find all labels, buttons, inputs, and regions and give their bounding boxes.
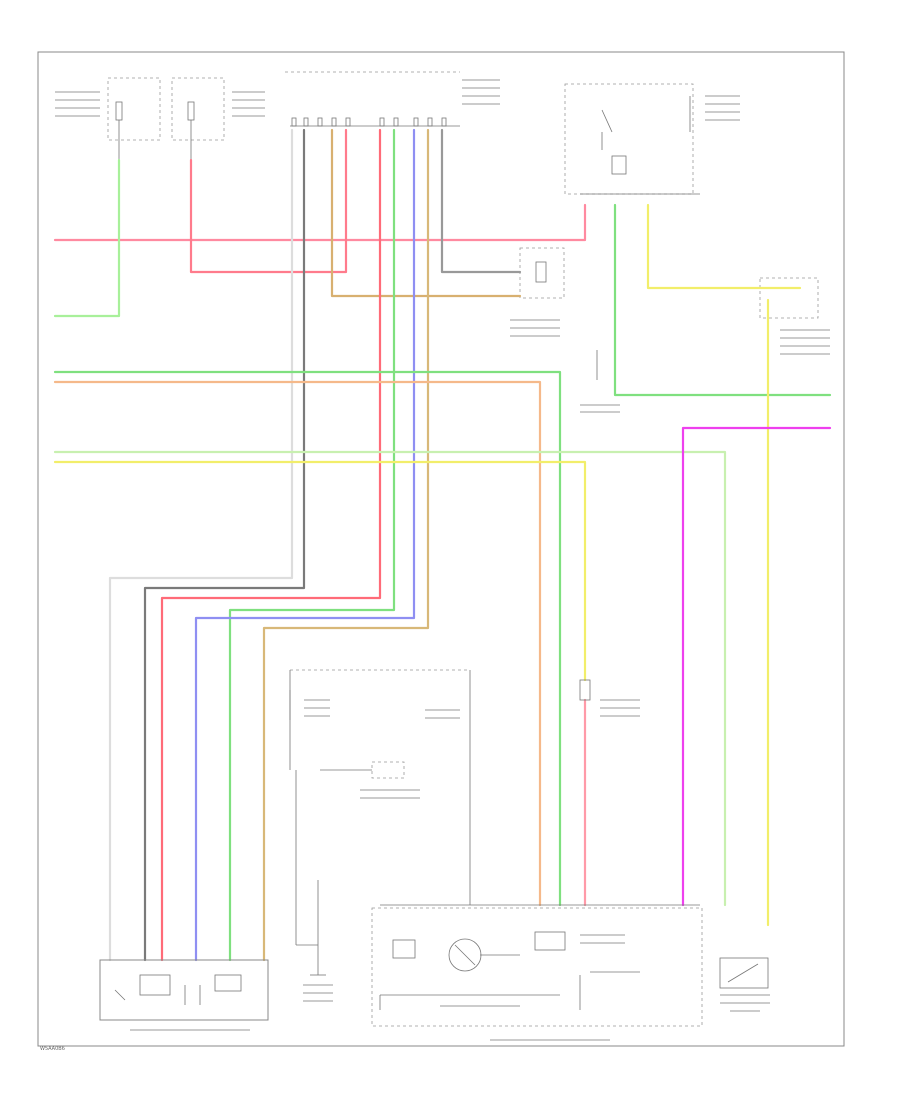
switch-lower-center — [289, 669, 471, 960]
wire-green-horizontal — [53, 370, 562, 907]
ground-connector-mid — [580, 350, 620, 413]
fuse-meter — [579, 679, 640, 717]
wire-red-top — [53, 203, 587, 242]
wire-gray-short — [440, 128, 522, 274]
assembly-bottom-left — [99, 959, 269, 1031]
wire-white — [108, 128, 294, 962]
wire-green-relay — [613, 203, 832, 397]
wire-green-long — [228, 128, 396, 962]
text-block-top-left — [55, 91, 265, 117]
diagram-frame — [37, 51, 845, 1047]
wire-lightgreen-lower — [53, 450, 727, 907]
wire-yellow-lower — [53, 460, 587, 682]
relay-block-top-right — [564, 83, 740, 195]
wire-gray — [143, 128, 306, 962]
wire-red-long — [160, 128, 382, 962]
relay-center — [510, 247, 565, 337]
wire-yellow-relay — [646, 203, 802, 290]
relay-right — [759, 277, 830, 355]
fuse-block-1 — [107, 77, 161, 160]
footer-code: W5AA0B6 — [40, 1046, 65, 1052]
wire-magenta — [681, 426, 832, 907]
wire-orange-horizontal — [53, 380, 542, 907]
switch-bottom-right — [719, 957, 770, 1012]
wire-tan-mid — [330, 128, 522, 298]
wire-green-fuse1 — [53, 158, 121, 318]
wire-tan-long — [262, 128, 430, 962]
fuse-block-2 — [171, 77, 225, 160]
wire-blue-long — [194, 128, 416, 962]
ground-bottom-center — [303, 960, 333, 1002]
main-connector — [285, 71, 500, 127]
wire-pink-fuse2 — [189, 128, 348, 274]
combination-meter — [371, 904, 703, 1041]
